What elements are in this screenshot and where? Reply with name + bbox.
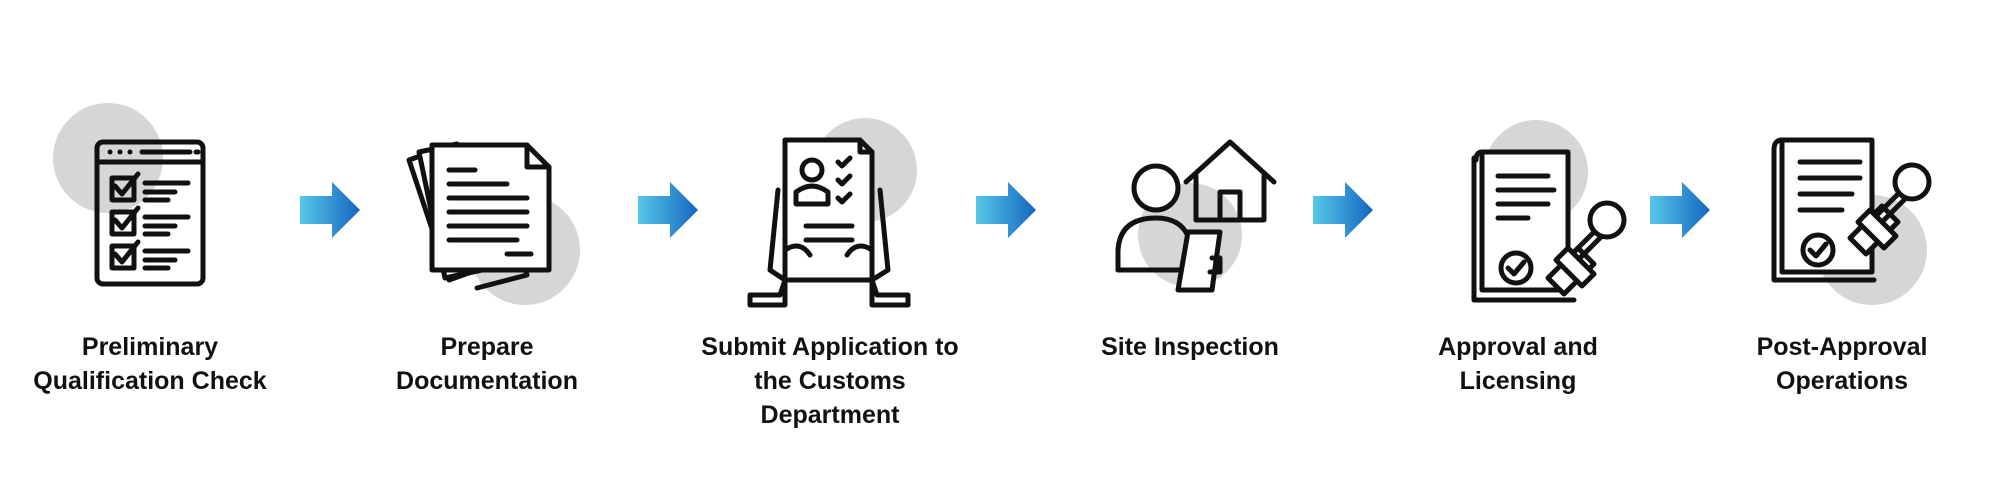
- documents-icon: [367, 100, 607, 340]
- step-label: Submit Application to the Customs Depart…: [701, 333, 959, 429]
- inspector-house-icon: [1070, 100, 1310, 340]
- stamped-document-icon: [1722, 100, 1962, 340]
- approval-stamp-icon: [1398, 100, 1638, 340]
- step-prepare-documentation: Prepare Documentation: [357, 100, 617, 480]
- step-site-inspection: Site Inspection: [1060, 100, 1320, 480]
- step-label: Preliminary Qualification Check: [33, 333, 267, 395]
- flow-arrow-5: [1648, 180, 1712, 240]
- step-approval-and-licensing: Approval and Licensing: [1388, 100, 1648, 480]
- step-label: Approval and Licensing: [1438, 333, 1598, 395]
- checklist-icon: [30, 100, 270, 340]
- step-label: Prepare Documentation: [396, 333, 578, 395]
- flow-arrow-3: [974, 180, 1038, 240]
- step-submit-application: Submit Application to the Customs Depart…: [700, 100, 960, 480]
- flow-arrow-2: [636, 180, 700, 240]
- flow-arrow-4: [1311, 180, 1375, 240]
- step-preliminary-qualification-check: Preliminary Qualification Check: [20, 100, 280, 480]
- step-post-approval-operations: Post-Approval Operations: [1712, 100, 1972, 480]
- application-form-icon: [710, 100, 950, 340]
- flow-arrow-1: [298, 180, 362, 240]
- step-label: Post-Approval Operations: [1756, 333, 1928, 395]
- step-label: Site Inspection: [1101, 333, 1279, 361]
